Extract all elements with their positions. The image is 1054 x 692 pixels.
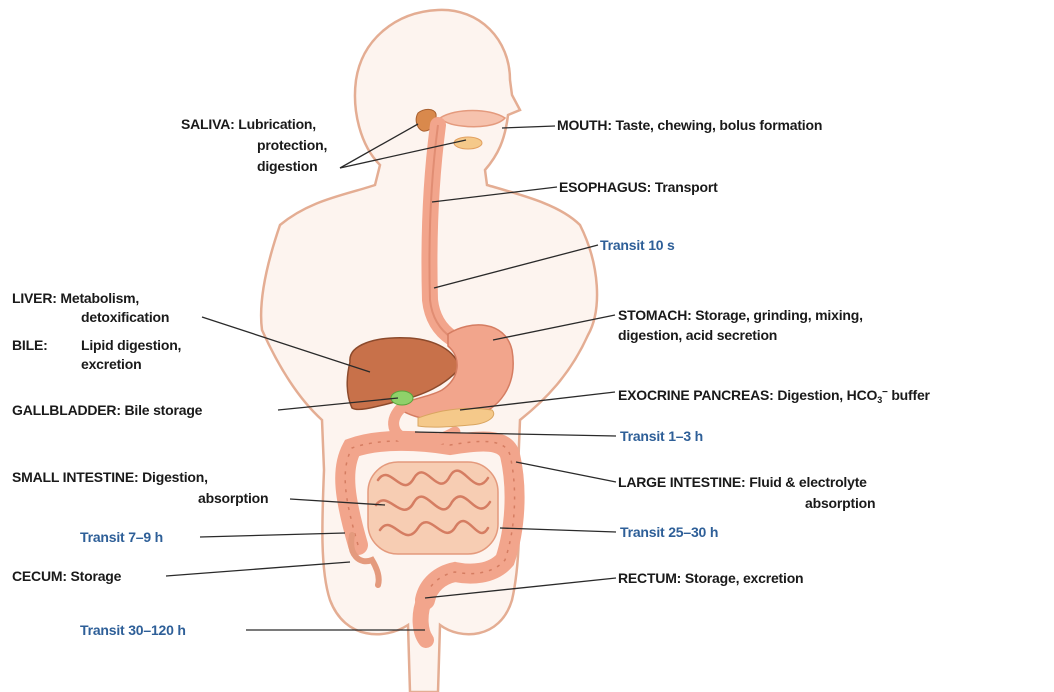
cecum-desc: Storage: [71, 568, 122, 584]
mouth-desc: Taste, chewing, bolus formation: [616, 117, 823, 133]
bile-line2: excretion: [81, 356, 141, 373]
saliva-line1: Lubrication,: [238, 116, 316, 132]
pancreas-label: EXOCRINE PANCREAS: Digestion, HCO3− buff…: [618, 384, 930, 409]
transit-large-intestine: Transit 25–30 h: [620, 524, 718, 541]
bile-term: BILE:: [12, 337, 48, 354]
esophagus-term: ESOPHAGUS:: [559, 179, 651, 195]
pancreas-desc-end: buffer: [888, 387, 930, 403]
rectum: [421, 598, 426, 640]
large-intestine-line2: absorption: [805, 495, 875, 512]
small-intestine-line2: absorption: [198, 490, 268, 507]
stomach-label: STOMACH: Storage, grinding, mixing,: [618, 307, 863, 324]
liver-term: LIVER:: [12, 290, 57, 306]
stomach-term: STOMACH:: [618, 307, 692, 323]
saliva-term: SALIVA:: [181, 116, 235, 132]
rectum-label: RECTUM: Storage, excretion: [618, 570, 803, 587]
small-intestine-label: SMALL INTESTINE: Digestion,: [12, 469, 208, 486]
saliva-line2: protection,: [257, 137, 327, 154]
pancreas-term: EXOCRINE PANCREAS:: [618, 387, 774, 403]
esophagus-desc: Transport: [655, 179, 718, 195]
large-intestine-line1: Fluid & electrolyte: [749, 474, 867, 490]
rectum-term: RECTUM:: [618, 570, 681, 586]
transit-esophagus: Transit 10 s: [600, 237, 675, 254]
pancreas-desc: Digestion, HCO: [777, 387, 877, 403]
mouth-term: MOUTH:: [557, 117, 612, 133]
esophagus-label: ESOPHAGUS: Transport: [559, 179, 718, 196]
large-intestine-label: LARGE INTESTINE: Fluid & electrolyte: [618, 474, 867, 491]
liver-line1: Metabolism,: [60, 290, 139, 306]
cecum-label: CECUM: Storage: [12, 568, 121, 585]
cecum-term: CECUM:: [12, 568, 67, 584]
liver-label: LIVER: Metabolism,: [12, 290, 139, 307]
stomach-line2: digestion, acid secretion: [618, 327, 777, 344]
transit-rectum: Transit 30–120 h: [80, 622, 186, 639]
tongue: [454, 137, 482, 149]
saliva-label: SALIVA: Lubrication,: [181, 116, 316, 133]
gallbladder-label: GALLBLADDER: Bile storage: [12, 402, 202, 419]
liver-line2: detoxification: [81, 309, 169, 326]
bile-line1: Lipid digestion,: [81, 337, 181, 354]
small-intestine-line1: Digestion,: [142, 469, 208, 485]
small-intestine-term: SMALL INTESTINE:: [12, 469, 138, 485]
mouth-label: MOUTH: Taste, chewing, bolus formation: [557, 117, 822, 134]
rectum-desc: Storage, excretion: [685, 570, 804, 586]
mouth-cavity: [440, 111, 505, 127]
large-intestine-term: LARGE INTESTINE:: [618, 474, 745, 490]
gallbladder-desc: Bile storage: [125, 402, 203, 418]
gallbladder-term: GALLBLADDER:: [12, 402, 121, 418]
stomach-line1: Storage, grinding, mixing,: [695, 307, 862, 323]
transit-stomach: Transit 1–3 h: [620, 428, 703, 445]
saliva-line3: digestion: [257, 158, 317, 175]
transit-small-intestine: Transit 7–9 h: [80, 529, 163, 546]
